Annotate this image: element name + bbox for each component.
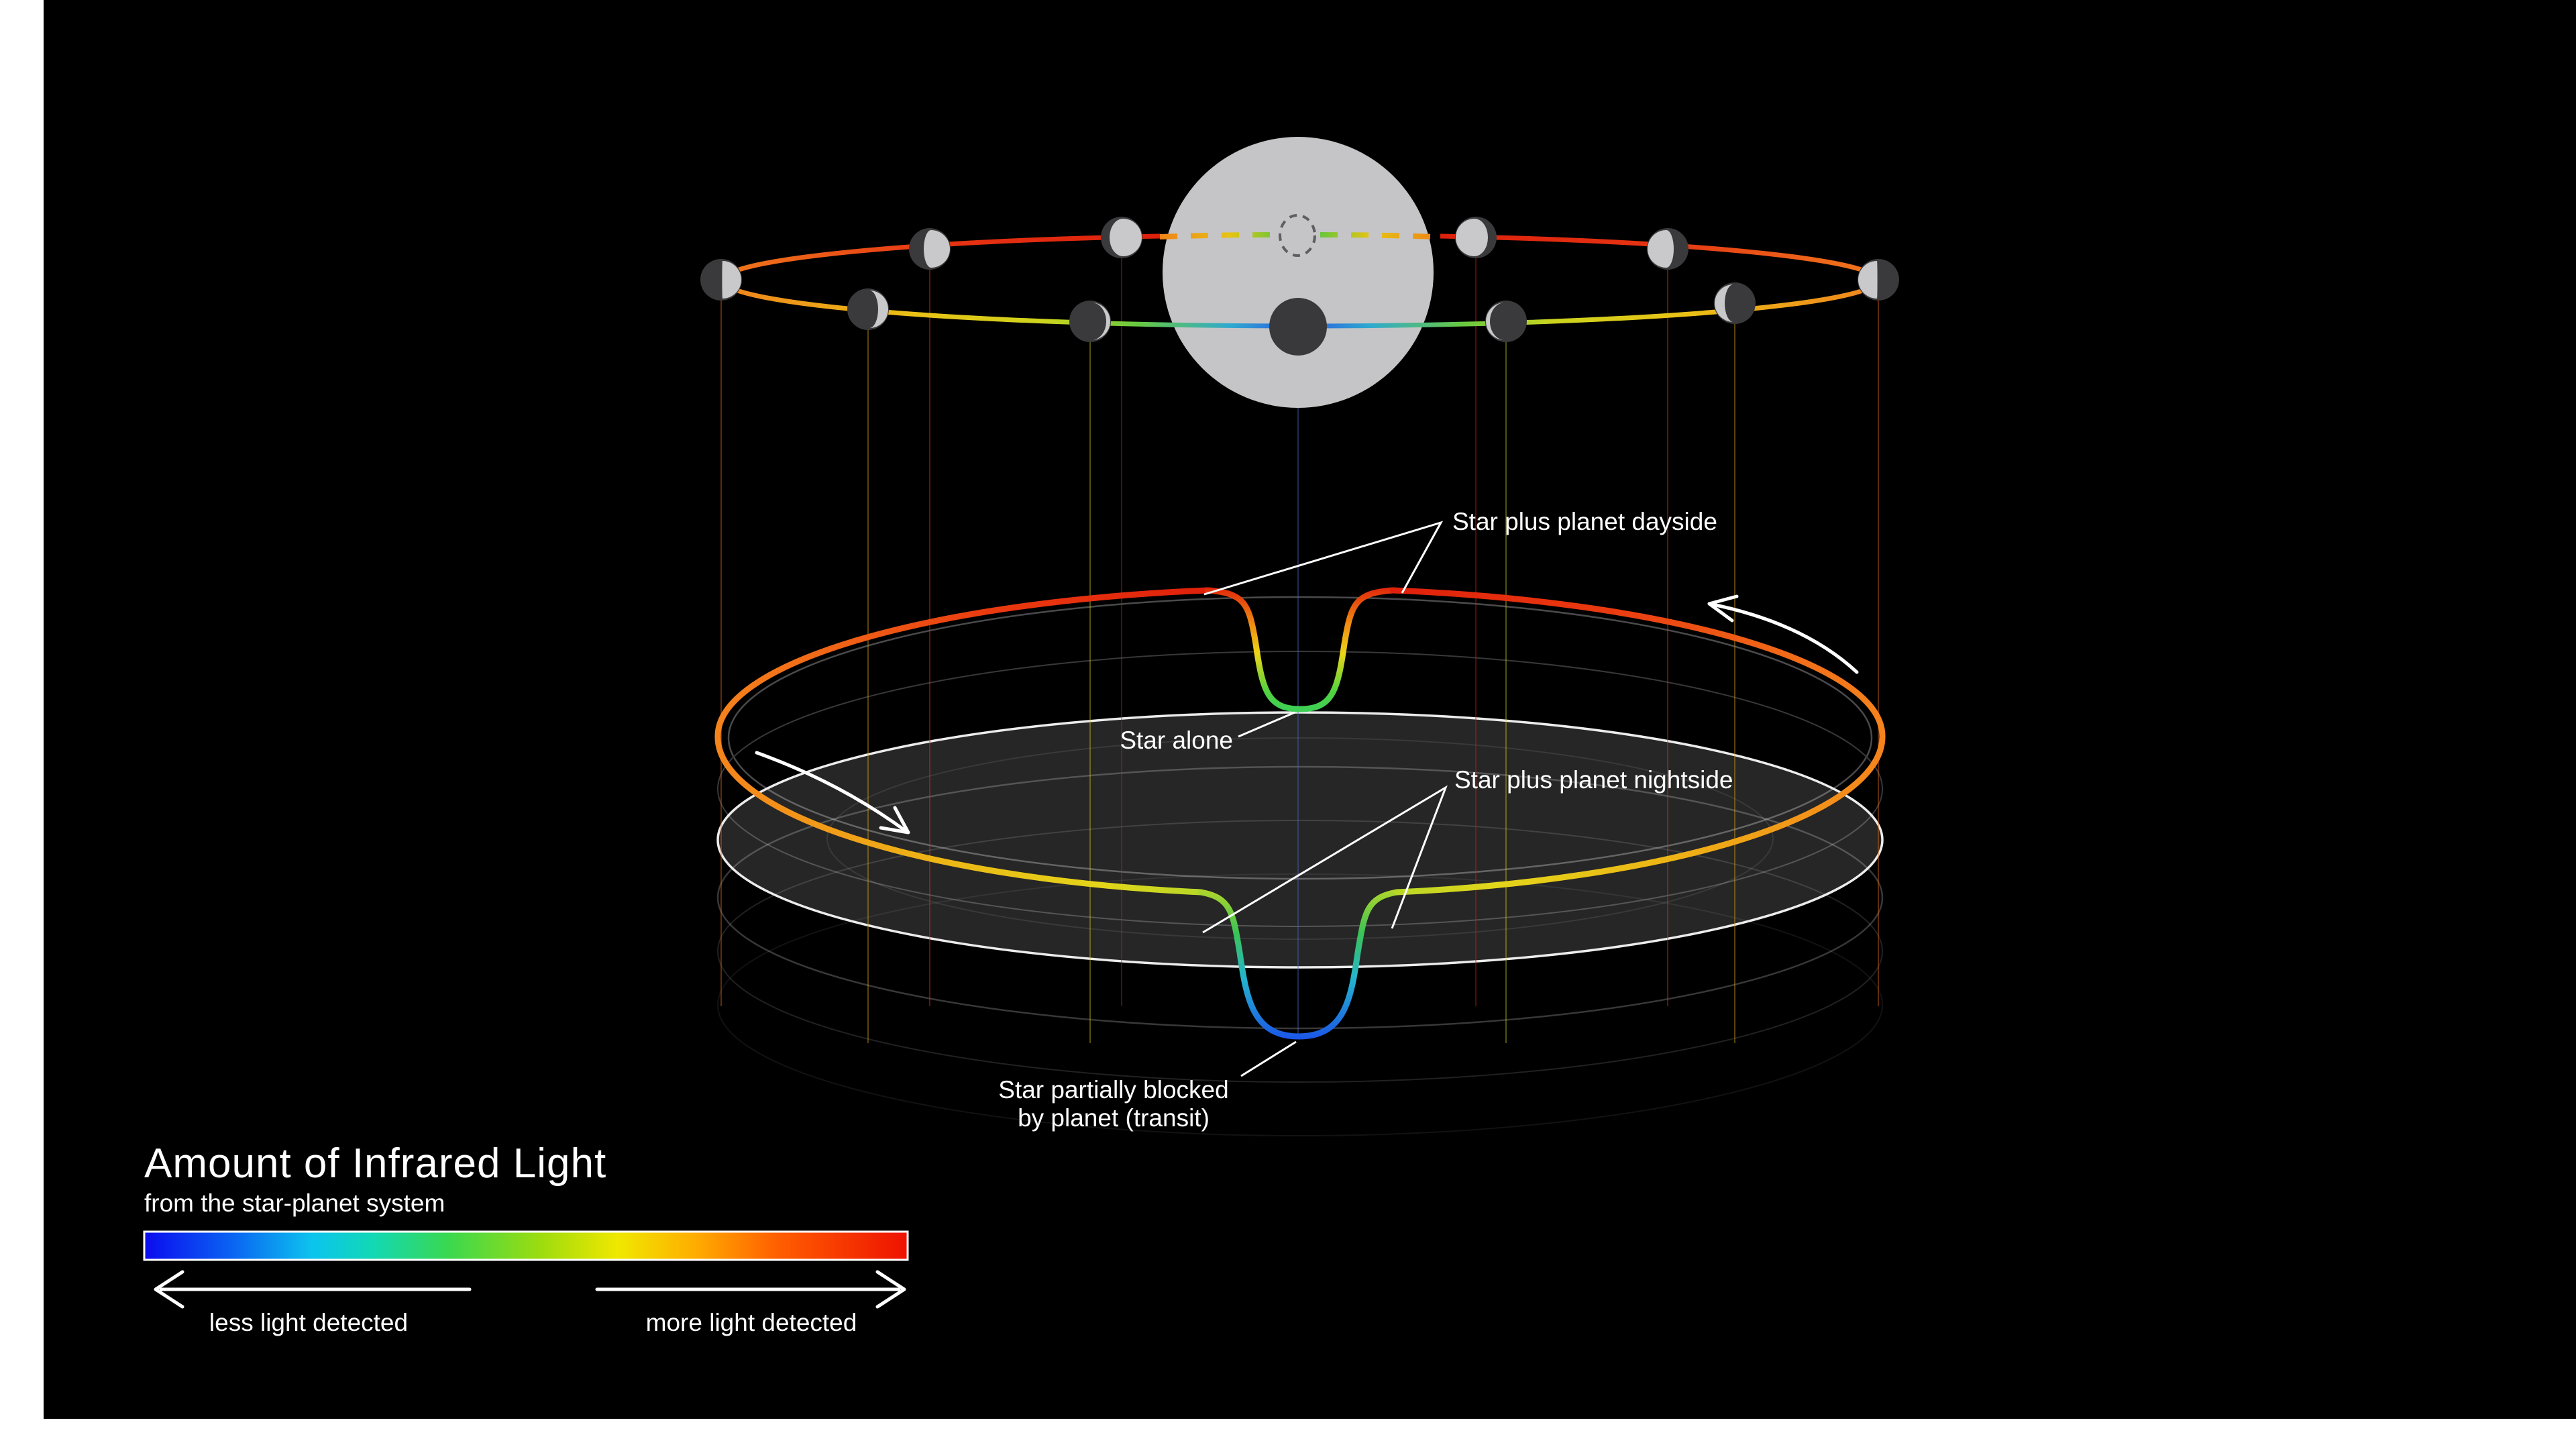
reflection-ellipse-2	[717, 820, 1883, 1083]
orbit-plane-disk	[716, 711, 1884, 969]
wireframe-mid-ellipse	[717, 651, 1883, 927]
legend: Amount of Infrared Light from the star-p…	[143, 1140, 909, 1336]
orbit-behind-star-left	[1159, 232, 1275, 239]
legend-subtitle: from the star-planet system	[144, 1189, 445, 1217]
less-light-arrow	[154, 1270, 472, 1309]
orbit-behind-star-right	[1320, 232, 1437, 239]
orbit-planet-half-left	[1858, 259, 1899, 301]
orbit-planet-nearfull-left	[1455, 217, 1497, 258]
transiting-planet	[1269, 298, 1327, 356]
orbit-diagram	[700, 137, 1899, 408]
planet-drop-lines	[720, 254, 1879, 1043]
leader-transit	[1240, 1040, 1297, 1077]
leader-star-alone	[1238, 711, 1295, 738]
orbit-planet-gibbous-left	[1647, 228, 1688, 270]
label-star-alone: Star alone	[1120, 727, 1233, 754]
orbit-planet-half-right	[700, 259, 742, 301]
direction-arrow-left	[755, 751, 910, 835]
wireframe-top-ellipse	[727, 596, 1873, 880]
legend-less-label: less light detected	[209, 1309, 408, 1336]
curve-back-right	[1389, 587, 1886, 739]
orbit-planet-crescent-left	[1714, 282, 1756, 324]
leader-dayside	[1203, 521, 1444, 596]
legend-more-label: more light detected	[646, 1309, 857, 1336]
label-transit-line2: by planet (transit)	[1018, 1104, 1210, 1132]
annotation-leader-lines	[1202, 521, 1448, 1077]
legend-title: Amount of Infrared Light	[144, 1140, 606, 1187]
direction-arrow-right	[1707, 594, 1859, 674]
curve-transit-dip	[1197, 889, 1400, 1040]
reflection-ellipse-1	[716, 765, 1884, 1030]
curve-occultation-dip	[1204, 587, 1396, 712]
orbit-planet-sliver-right	[1069, 301, 1111, 342]
disk-inner-ellipse	[826, 737, 1774, 940]
occulted-planet-outline	[1279, 214, 1316, 257]
curve-front-right	[1393, 733, 1886, 896]
orbit-planet-nearfull-right	[1101, 217, 1142, 258]
phase-curve-plot: Star plus planet dayside Star alone Star…	[714, 254, 1886, 1136]
curve-back-left	[714, 587, 1211, 739]
orbit-planet-sliver-left	[1485, 301, 1527, 342]
label-dayside: Star plus planet dayside	[1452, 508, 1717, 535]
leader-nightside	[1202, 785, 1448, 934]
phase-curve	[714, 587, 1886, 1040]
legend-gradient-bar	[143, 1230, 909, 1261]
orbit-planet-gibbous-right	[909, 228, 951, 270]
label-transit-line1: Star partially blocked	[998, 1076, 1228, 1104]
label-nightside: Star plus planet nightside	[1454, 766, 1733, 794]
star	[1163, 137, 1434, 408]
orbit-planet-crescent-right	[847, 288, 889, 330]
more-light-arrow	[595, 1270, 906, 1309]
curve-front-left	[714, 733, 1204, 896]
orbit-planets	[700, 214, 1899, 356]
